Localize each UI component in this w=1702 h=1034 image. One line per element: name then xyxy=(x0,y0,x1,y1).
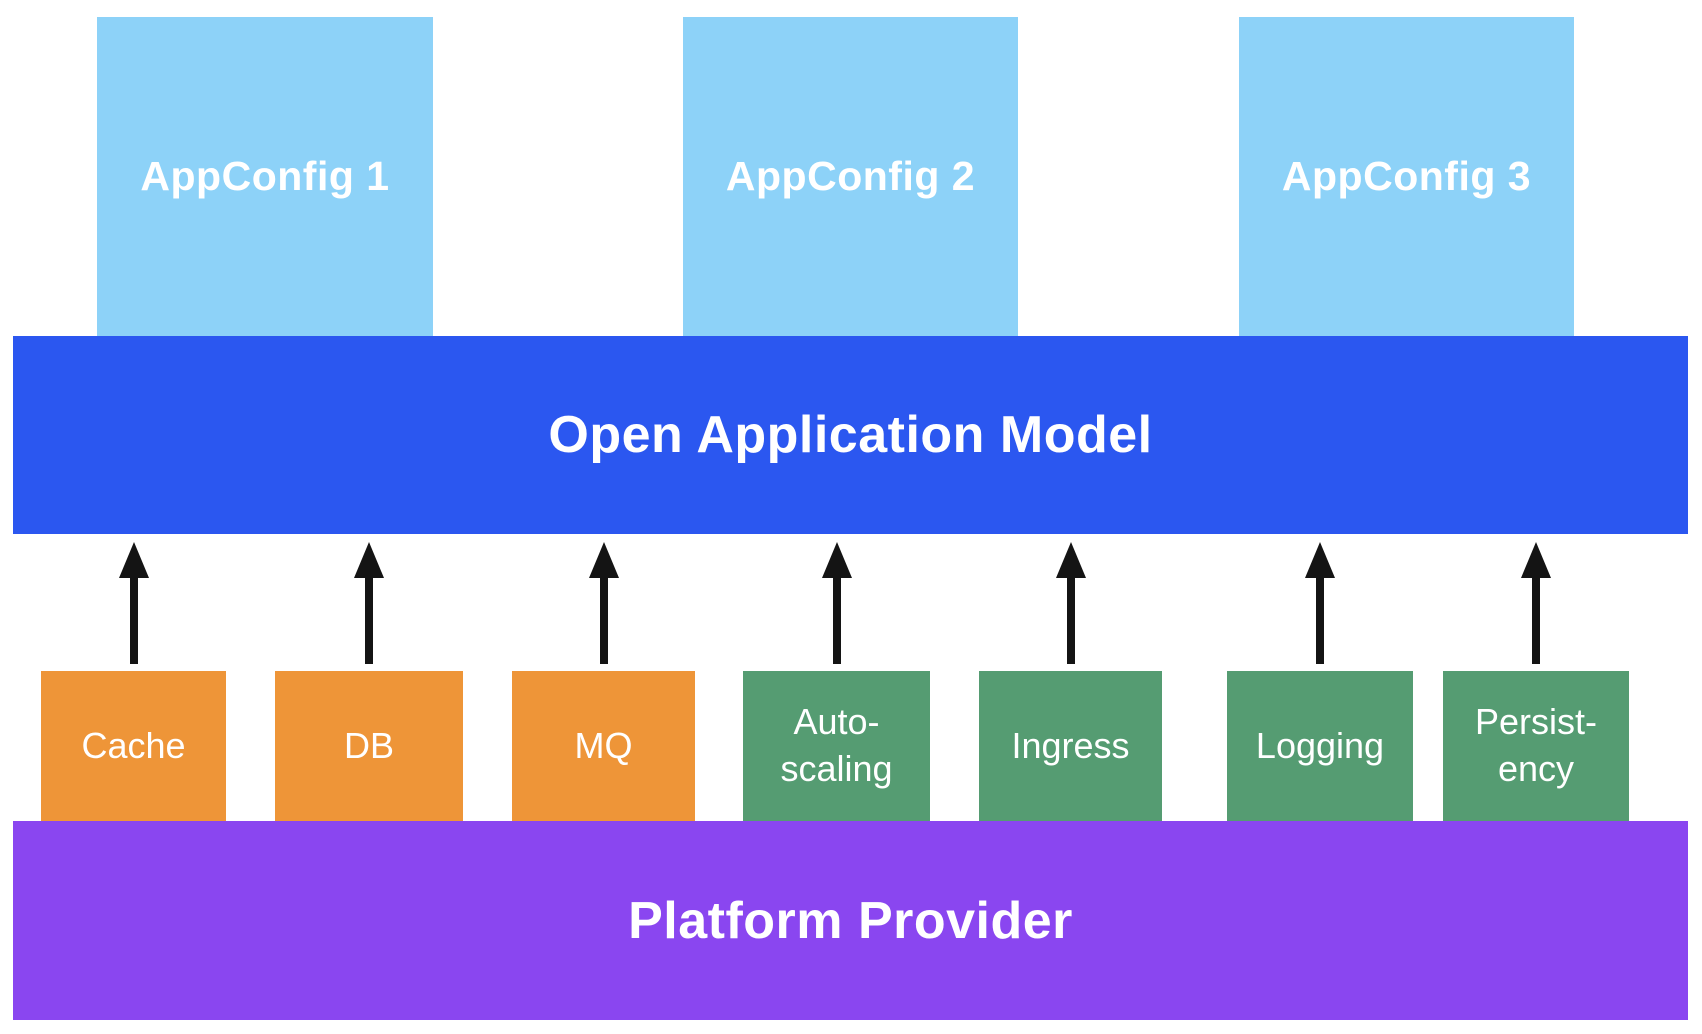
capability-box-db: DB xyxy=(275,671,463,821)
up-arrow-persistency-icon xyxy=(1521,542,1551,664)
appconfig-3-box: AppConfig 3 xyxy=(1239,17,1574,336)
appconfig-2-box: AppConfig 2 xyxy=(683,17,1018,336)
capability-box-logging: Logging xyxy=(1227,671,1413,821)
up-arrow-cache-icon xyxy=(119,542,149,664)
open-application-model-bar: Open Application Model xyxy=(13,336,1688,534)
appconfig-3-label: AppConfig 3 xyxy=(1281,153,1532,199)
up-arrow-ingress-icon xyxy=(1056,542,1086,664)
arrow-shaft xyxy=(130,570,138,664)
capability-box-ingress: Ingress xyxy=(979,671,1162,821)
capability-box-autoscaling: Auto- scaling xyxy=(743,671,930,821)
appconfig-1-box: AppConfig 1 xyxy=(97,17,433,336)
capability-label-ingress: Ingress xyxy=(1011,724,1130,766)
appconfig-2-label: AppConfig 2 xyxy=(725,153,976,199)
arrow-shaft xyxy=(833,570,841,664)
capability-label-db: DB xyxy=(343,724,394,766)
capability-label-mq: MQ xyxy=(574,724,633,766)
capability-label-logging: Logging xyxy=(1255,724,1385,766)
arrow-shaft xyxy=(1316,570,1324,664)
capability-label-persistency: Persist- ency xyxy=(1474,701,1597,789)
appconfig-1-label: AppConfig 1 xyxy=(140,153,390,199)
up-arrow-logging-icon xyxy=(1305,542,1335,664)
arrow-shaft xyxy=(1532,570,1540,664)
up-arrow-mq-icon xyxy=(589,542,619,664)
platform-provider-label: Platform Provider xyxy=(628,891,1073,950)
capability-box-mq: MQ xyxy=(512,671,695,821)
capability-box-cache: Cache xyxy=(41,671,226,821)
up-arrow-db-icon xyxy=(354,542,384,664)
arrow-shaft xyxy=(600,570,608,664)
capability-box-persistency: Persist- ency xyxy=(1443,671,1629,821)
capability-label-autoscaling: Auto- scaling xyxy=(780,701,893,789)
up-arrow-autoscaling-icon xyxy=(822,542,852,664)
platform-provider-bar: Platform Provider xyxy=(13,821,1688,1020)
open-application-model-label: Open Application Model xyxy=(548,406,1153,464)
arrow-shaft xyxy=(365,570,373,664)
arrow-shaft xyxy=(1067,570,1075,664)
capability-label-cache: Cache xyxy=(81,724,186,766)
